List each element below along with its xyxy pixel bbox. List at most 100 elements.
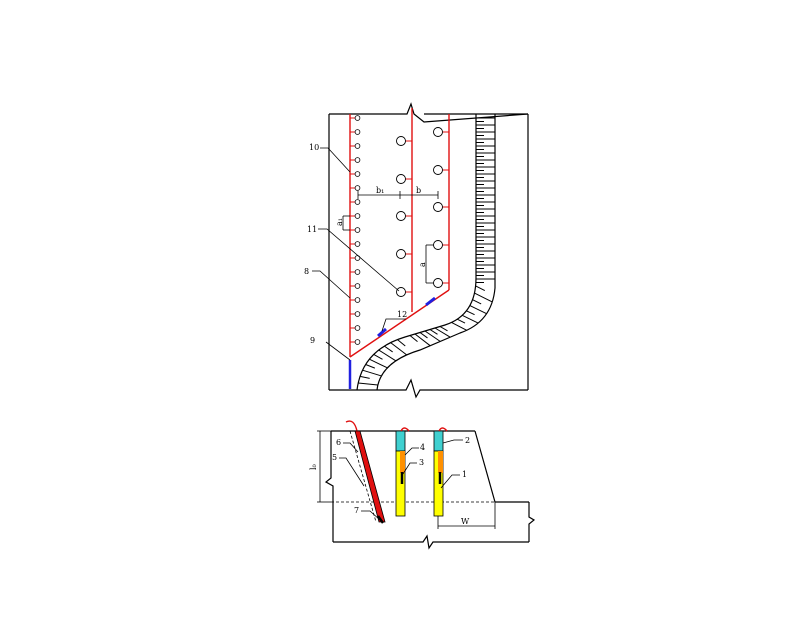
large-hole-middle — [396, 287, 406, 297]
slope-face — [474, 430, 529, 503]
label-2: 2 — [465, 436, 470, 445]
large-hole-right — [433, 127, 443, 137]
pipe-b-top-curve — [438, 427, 448, 432]
label-l0: l₀ — [309, 464, 318, 470]
leader-3 — [402, 462, 417, 475]
label-w: W — [461, 517, 470, 526]
pipe-b-cyan — [433, 430, 444, 452]
hatch-mark — [358, 382, 378, 386]
small-hole — [354, 283, 361, 289]
hatch-mark — [419, 332, 428, 339]
pipe-a-top-curve — [400, 427, 410, 432]
small-hole — [354, 325, 361, 331]
hatch-mark — [362, 369, 382, 377]
label-4: 4 — [420, 443, 425, 452]
small-hole — [354, 213, 361, 219]
hatch-mark — [378, 349, 397, 362]
large-hole-right — [433, 165, 443, 175]
label-11: 11 — [307, 225, 317, 234]
hatch-mark — [359, 375, 370, 379]
blue-marker-right — [425, 296, 436, 307]
leader-4 — [404, 447, 419, 456]
hatch-mark — [469, 305, 487, 315]
hatch-mark — [384, 345, 393, 353]
inclined-pipe-curve — [345, 420, 358, 432]
pipe-b-orange — [438, 451, 443, 473]
small-hole-row — [350, 115, 361, 345]
leader-6 — [343, 442, 359, 453]
inclined-pipe-body — [354, 430, 386, 523]
large-hole-middle — [396, 211, 406, 221]
leader-2 — [442, 439, 463, 444]
small-hole — [354, 241, 361, 247]
hatch-mark — [466, 310, 475, 316]
hatch-mark — [472, 299, 482, 305]
hatch-mark — [457, 318, 466, 324]
large-hole-middle — [396, 249, 406, 259]
pipe-a-cyan — [395, 430, 406, 452]
leader-7 — [361, 510, 381, 521]
leader-1 — [440, 474, 460, 489]
label-7: 7 — [354, 506, 359, 515]
label-10: 10 — [309, 143, 319, 152]
label-b: b — [416, 186, 421, 195]
label-a1: a₁ — [335, 218, 344, 226]
blue-marker-12 — [377, 327, 387, 338]
small-hole — [354, 129, 361, 135]
hatch-mark — [390, 342, 407, 356]
hatch-mark — [451, 321, 467, 331]
excavation-edge-outer — [356, 114, 477, 391]
label-1: 1 — [462, 470, 467, 479]
label-3: 3 — [419, 458, 424, 467]
hatch-mark — [365, 364, 376, 369]
excavation-edge-inner — [376, 114, 496, 391]
hatch-mark — [424, 330, 441, 342]
hatch-mark — [397, 339, 406, 347]
section-bottom — [333, 534, 529, 550]
hatch-mark — [474, 292, 493, 303]
leader-8 — [312, 270, 351, 299]
hatch-mark — [434, 327, 451, 338]
section-view: 6 5 7 4 3 2 1 W l₀ — [309, 420, 536, 550]
small-hole — [354, 297, 361, 303]
hatch-mark — [369, 358, 388, 369]
large-hole-middle — [396, 136, 406, 146]
inclined-pipe-tip — [376, 515, 385, 524]
hatch-mark — [429, 329, 438, 335]
label-b1: b₁ — [376, 186, 384, 195]
small-hole — [354, 171, 361, 177]
leader-5 — [339, 457, 365, 487]
large-hole-right — [433, 240, 443, 250]
label-5: 5 — [332, 453, 337, 462]
small-hole — [354, 115, 361, 121]
section-right-break — [528, 502, 536, 542]
hatch-mark — [373, 353, 383, 360]
label-a: a — [418, 262, 427, 267]
large-hole-middle — [396, 174, 406, 184]
label-12: 12 — [397, 310, 407, 319]
small-hole — [354, 227, 361, 233]
hatch-mark — [462, 314, 479, 324]
pipe-a-orange — [400, 451, 405, 473]
label-9: 9 — [310, 336, 315, 345]
hatch-mark — [475, 285, 486, 292]
large-hole-right — [433, 278, 443, 288]
small-hole — [354, 199, 361, 205]
leader-11 — [318, 228, 400, 292]
leader-10 — [320, 147, 351, 173]
small-hole — [354, 269, 361, 275]
large-hole-right — [433, 202, 443, 212]
small-hole — [354, 143, 361, 149]
label-6: 6 — [336, 438, 341, 447]
leader-9 — [325, 341, 351, 361]
small-hole — [354, 311, 361, 317]
inclined-pipe-dashed — [349, 430, 377, 523]
small-hole — [354, 157, 361, 163]
leader-12 — [381, 318, 406, 332]
excavation-hatching — [358, 117, 495, 386]
hatch-mark — [409, 335, 418, 343]
hatch-mark — [414, 333, 431, 346]
small-hole — [354, 185, 361, 191]
